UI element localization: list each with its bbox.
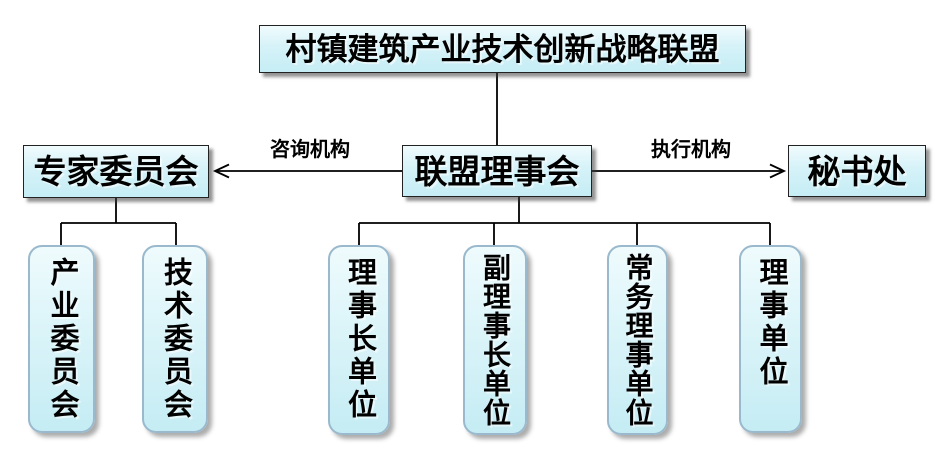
node-director-unit-label: 理事单位	[755, 257, 787, 389]
node-chairman-unit-label: 理事长单位	[343, 257, 376, 422]
node-alliance-council: 联盟理事会	[402, 145, 592, 197]
node-chairman-unit: 理事长单位	[328, 245, 390, 435]
edge-expert-children	[60, 198, 177, 245]
node-industry-committee: 产业委员会	[28, 245, 95, 433]
edge-label-advisory: 咨询机构	[270, 139, 350, 161]
node-root: 村镇建筑产业技术创新战略联盟	[259, 25, 746, 73]
node-director-unit: 理事单位	[739, 245, 802, 433]
node-expert-committee: 专家委员会	[23, 145, 209, 198]
node-executive-director-unit: 常务理事单位	[607, 245, 668, 435]
edge-council-children	[358, 197, 771, 245]
node-vice-chairman-unit: 副理事长单位	[463, 245, 527, 435]
arrowhead-left-icon	[212, 163, 230, 179]
node-industry-committee-label: 产业委员会	[46, 257, 78, 422]
node-secretariat: 秘书处	[788, 145, 926, 197]
edge-label-executive: 执行机构	[651, 139, 731, 161]
arrowhead-right-icon	[769, 163, 787, 179]
node-vice-chairman-unit-label: 副理事长单位	[480, 253, 511, 427]
node-executive-director-unit-label: 常务理事单位	[622, 253, 654, 427]
node-technology-committee: 技术委员会	[142, 245, 208, 433]
node-technology-committee-label: 技术委员会	[159, 257, 192, 422]
